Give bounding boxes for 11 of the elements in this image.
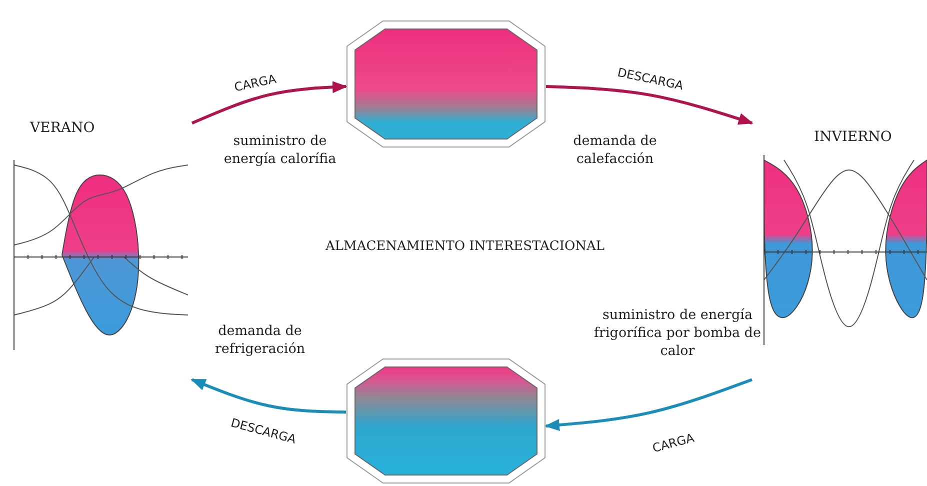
arrow [544,378,753,431]
season-heading: VERANO [30,120,95,136]
annotation-text: demanda de calefacción [572,132,658,168]
annotation-text: demanda de refrigeración [214,322,306,358]
annotation-text: suministro de energía frigorífica por bomba de calor [593,306,762,360]
arrow [191,81,348,124]
arrow [546,85,754,125]
season-heading: INVIERNO [814,129,892,145]
center-caption: ALMACENAMIENTO INTERESTACIONAL [324,238,606,256]
annotation-text: suministro de energía calorífia [222,132,338,168]
arrow [190,378,346,414]
